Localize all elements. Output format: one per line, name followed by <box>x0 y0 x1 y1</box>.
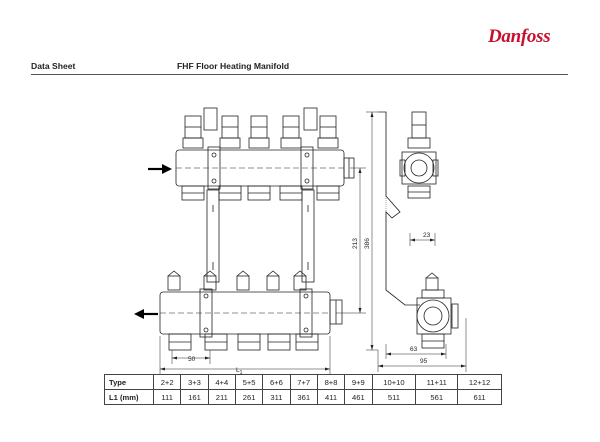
danfoss-logo: Danfoss <box>488 26 551 47</box>
dim-label-length: L1 <box>236 367 243 376</box>
doc-type-label: Data Sheet <box>31 61 76 71</box>
table-cell: 7+7 <box>289 374 318 390</box>
table-cell: 11+11 <box>415 374 459 390</box>
dim-label-386: 386 <box>364 238 371 249</box>
spec-table: Type 2+2 3+3 4+4 5+5 6+6 7+7 8+8 9+9 10+… <box>104 374 502 405</box>
table-cell: 4+4 <box>207 374 236 390</box>
flow-meters <box>167 270 307 291</box>
mounting-brackets <box>206 189 315 283</box>
table-cell: 12+12 <box>457 374 502 390</box>
table-cell: 9+9 <box>344 374 373 390</box>
table-cell: 411 <box>316 389 346 405</box>
table-cell: 511 <box>371 389 417 405</box>
flow-out-arrow <box>134 309 158 319</box>
row-header-type: Type <box>104 374 154 390</box>
table-cell: 311 <box>262 389 291 405</box>
table-cell: 361 <box>289 389 318 405</box>
doc-title: FHF Floor Heating Manifold <box>177 61 290 71</box>
table-cell: 461 <box>344 389 373 405</box>
table-row-type: Type 2+2 3+3 4+4 5+5 6+6 7+7 8+8 9+9 10+… <box>104 374 502 390</box>
table-cell: 10+10 <box>371 374 417 390</box>
dim-label-pitch: 50 <box>188 356 196 363</box>
table-cell: 111 <box>152 389 182 405</box>
dim-label-95: 95 <box>420 358 428 365</box>
table-cell: 561 <box>415 389 459 405</box>
top-valves <box>182 107 339 149</box>
dim-label-63: 63 <box>410 346 418 353</box>
table-cell: 5+5 <box>234 374 264 390</box>
flow-in-arrow <box>148 164 172 174</box>
dimension-arrowheads <box>160 112 466 371</box>
dim-label-23: 23 <box>423 232 431 239</box>
table-cell: 211 <box>207 389 236 405</box>
table-cell: 8+8 <box>316 374 346 390</box>
table-cell: 161 <box>180 389 209 405</box>
side-view <box>378 111 459 349</box>
dim-label-213: 213 <box>352 238 359 249</box>
table-row-l1: L1 (mm) 111 161 211 261 311 361 411 461 … <box>104 389 502 405</box>
row-header-l1: L1 (mm) <box>104 389 154 405</box>
table-cell: 3+3 <box>180 374 209 390</box>
table-cell: 611 <box>457 389 502 405</box>
table-cell: 261 <box>234 389 264 405</box>
header-rule <box>31 74 568 75</box>
table-cell: 2+2 <box>152 374 182 390</box>
table-cell: 6+6 <box>262 374 291 390</box>
return-bar <box>159 270 343 351</box>
supply-bar <box>175 107 355 201</box>
